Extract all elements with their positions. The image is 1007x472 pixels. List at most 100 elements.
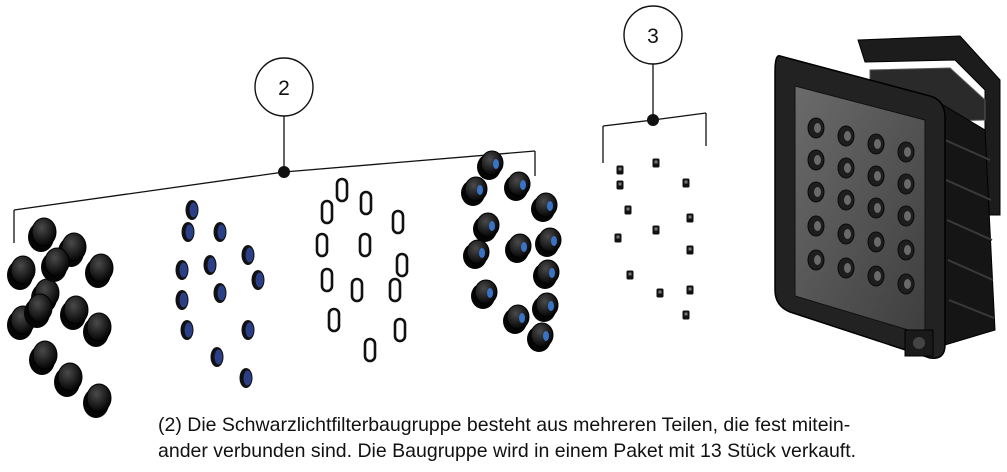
small-screw: [624, 205, 632, 215]
assembled-filter: [503, 304, 530, 334]
blue-filter-lens: [203, 255, 217, 275]
assembled-filters-group: [461, 150, 562, 352]
caption-line-2: ander verbunden sind. Die Baugruppe wird…: [158, 440, 857, 462]
small-screw: [614, 233, 622, 243]
callout-2-bracket: [13, 116, 536, 243]
assembled-filter: [461, 176, 488, 206]
assembled-filter: [531, 192, 558, 222]
housing-lens: [897, 273, 915, 295]
callout-3-dot: [647, 114, 659, 126]
blue-filter-lens: [213, 283, 227, 303]
housing-lens: [837, 223, 855, 245]
small-screw: [652, 225, 660, 235]
rubber-seal-ring: [335, 177, 349, 203]
rubber-seal-ring: [395, 252, 409, 278]
housing-lens: [837, 257, 855, 279]
rubber-seal-rings-group: [315, 177, 409, 363]
housing-lens: [867, 231, 885, 253]
filter-cap: [29, 340, 58, 375]
filter-cap: [41, 247, 70, 282]
filter-cap: [83, 312, 112, 347]
assembled-filter: [477, 150, 504, 180]
blue-filter-lens: [241, 320, 255, 340]
housing-lens: [837, 125, 855, 147]
small-screw: [682, 178, 690, 188]
filter-cap: [83, 383, 112, 418]
callout-2-label: 2: [278, 77, 290, 100]
small-screws-group: [614, 158, 694, 320]
housing-lens: [807, 215, 825, 237]
housing-lens: [807, 249, 825, 271]
rubber-seal-ring: [320, 199, 334, 225]
housing-lens: [867, 197, 885, 219]
housing-lens: [867, 133, 885, 155]
small-screw: [626, 270, 634, 280]
blue-filter-lens: [213, 222, 227, 242]
small-screw: [656, 288, 664, 298]
assembled-filter: [504, 171, 531, 201]
blue-filter-lens: [241, 245, 255, 265]
filter-cap: [7, 255, 36, 290]
blue-filter-lens: [251, 270, 265, 290]
housing-panel-lenses: [807, 117, 915, 295]
housing-lens: [807, 117, 825, 139]
rubber-seal-ring: [315, 232, 329, 258]
lamp-housing: [774, 35, 1001, 359]
filter-caps-group: [7, 217, 114, 418]
blue-filter-lens: [175, 290, 189, 310]
rubber-seal-ring: [327, 307, 341, 333]
blue-filter-lens: [175, 260, 189, 280]
filter-cap: [60, 295, 89, 330]
rubber-seal-ring: [393, 317, 407, 343]
rubber-seal-ring: [320, 267, 334, 293]
small-screw: [686, 213, 694, 223]
small-screw: [616, 180, 624, 190]
housing-lens: [807, 149, 825, 171]
small-screw: [652, 158, 660, 168]
rubber-seal-ring: [359, 190, 373, 216]
blue-filter-lens: [210, 347, 224, 367]
small-screw: [686, 245, 694, 255]
blue-filter-lens: [180, 320, 194, 340]
blue-filter-lens: [239, 368, 253, 388]
blue-filter-lens: [181, 222, 195, 242]
assembled-filter: [527, 322, 554, 352]
callout-3-marker: 3: [623, 5, 683, 65]
rubber-seal-ring: [358, 232, 372, 258]
small-screw: [682, 310, 690, 320]
assembled-filter: [463, 239, 490, 269]
housing-lens: [867, 165, 885, 187]
filter-cap: [24, 293, 53, 328]
housing-lens: [897, 205, 915, 227]
blue-filter-lens: [185, 200, 199, 220]
housing-lens: [837, 189, 855, 211]
assembled-filter: [473, 212, 500, 242]
callout-2-dot: [278, 166, 290, 178]
housing-lens: [807, 181, 825, 203]
assembled-filter: [532, 292, 559, 322]
housing-lens: [897, 239, 915, 261]
callout-3-bracket: [602, 64, 707, 163]
assembled-filter: [505, 233, 532, 263]
rubber-seal-ring: [363, 337, 377, 363]
small-screw: [616, 165, 624, 175]
small-screw: [686, 285, 694, 295]
housing-lens: [867, 265, 885, 287]
callout-3-label: 3: [647, 25, 659, 48]
housing-lens: [837, 157, 855, 179]
caption-line-1: (2) Die Schwarzlichtfilterbaugruppe best…: [158, 414, 851, 436]
assembled-filter: [533, 259, 560, 289]
caption: (2) Die Schwarzlichtfilterbaugruppe best…: [158, 412, 1004, 464]
housing-lens: [897, 173, 915, 195]
blue-filter-lenses-group: [175, 200, 265, 388]
rubber-seal-ring: [350, 277, 364, 303]
callout-2-marker: 2: [254, 57, 314, 117]
filter-cap: [85, 253, 114, 288]
filter-cap: [28, 217, 57, 252]
rubber-seal-ring: [388, 277, 402, 303]
assembled-filter: [471, 279, 498, 309]
rubber-seal-ring: [391, 209, 405, 235]
filter-cap: [54, 362, 83, 397]
assembled-filter: [535, 227, 562, 257]
